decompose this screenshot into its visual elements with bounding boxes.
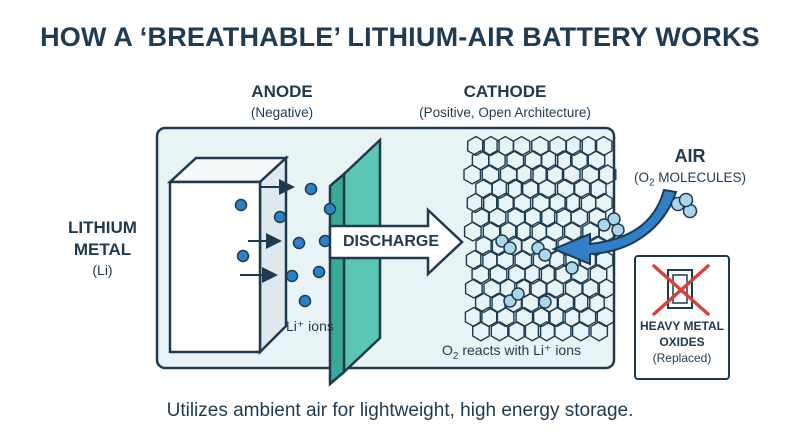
- reaction-suffix: reacts with Li⁺ ions: [458, 342, 582, 358]
- lithium-label-line1: LITHIUM: [68, 218, 137, 237]
- honeycomb-cell: [595, 192, 613, 214]
- honeycomb-cell: [464, 278, 483, 299]
- honeycomb-cell: [540, 149, 559, 171]
- reaction-subscript: 2: [452, 350, 459, 362]
- o2-molecule-icon: [670, 192, 698, 219]
- reaction-prefix: O: [442, 342, 453, 358]
- honeycomb-cell: [578, 306, 597, 328]
- honeycomb-cell: [545, 221, 564, 242]
- honeycomb-cell: [488, 206, 507, 228]
- air-sub-suffix: MOLECULES): [654, 170, 747, 185]
- honeycomb-cell: [463, 164, 482, 185]
- honeycomb-cell: [489, 263, 508, 285]
- honeycomb-cell: [482, 135, 500, 157]
- honeycomb-cell: [471, 263, 490, 285]
- honeycomb-cell: [570, 263, 589, 285]
- honeycomb-cell: [472, 320, 490, 342]
- honeycomb-cell: [524, 263, 543, 285]
- air-sub-prefix: (O: [633, 170, 649, 185]
- honeycomb-cell: [553, 320, 572, 342]
- honeycomb-cell: [548, 306, 566, 328]
- honeycomb-cell: [467, 135, 485, 157]
- honeycomb-cell: [463, 221, 482, 242]
- replaced-oxides-text: HEAVY METAL OXIDES (Replaced): [635, 318, 729, 366]
- honeycomb-cell: [596, 306, 615, 328]
- bottom-caption: Utilizes ambient air for lightweight, hi…: [166, 400, 634, 421]
- honeycomb-cell: [481, 164, 500, 185]
- anode-label: ANODE: [251, 82, 313, 101]
- honeycomb-cell: [587, 149, 606, 171]
- anode-header: ANODE (Negative): [232, 82, 332, 120]
- lithium-label-sub: (Li): [92, 262, 113, 278]
- replaced-line1: HEAVY METAL: [639, 319, 724, 333]
- honeycomb-cell: [491, 178, 510, 200]
- honeycomb-cell: [598, 164, 617, 185]
- air-label: AIR: [674, 146, 706, 166]
- cathode-header: CATHODE (Positive, Open Architecture): [410, 82, 600, 120]
- honeycomb-cell: [538, 178, 556, 200]
- air-sub-subscript: 2: [648, 177, 655, 189]
- embedded-o2-molecules: [495, 212, 625, 309]
- honeycomb-cell: [590, 320, 609, 342]
- lithium-ions: [234, 182, 337, 308]
- cathode-sublabel: (Positive, Open Architecture): [419, 105, 591, 120]
- honeycomb-cell: [512, 135, 531, 157]
- honeycomb-cell: [496, 306, 515, 328]
- honeycomb-cell: [571, 320, 590, 342]
- honeycomb-cell: [466, 192, 485, 214]
- ions-label: Li⁺ ions: [286, 318, 334, 334]
- air-arrow-icon: [551, 188, 678, 266]
- honeycomb-cell: [523, 320, 542, 342]
- honeycomb-cell: [564, 192, 583, 214]
- honeycomb-cell: [514, 249, 533, 271]
- lithium-label-line2: METAL: [73, 240, 132, 259]
- lithium-metal-label: LITHIUM METAL (Li): [55, 217, 150, 279]
- honeycomb-cell: [474, 292, 493, 314]
- replaced-line2: OXIDES: [659, 335, 705, 349]
- honeycomb-cell: [513, 192, 532, 214]
- replaced-line3: (Replaced): [652, 351, 712, 365]
- honeycomb-cell: [488, 149, 506, 171]
- honeycomb-cell: [465, 249, 484, 271]
- honeycomb-cell: [515, 221, 533, 242]
- honeycomb-cell: [565, 135, 583, 157]
- honeycomb-cell: [539, 206, 558, 228]
- right-arrow-icon: [240, 179, 295, 283]
- honeycomb-cell: [515, 164, 534, 185]
- replaced-oxides-box: [634, 255, 730, 380]
- air-header: AIR (O2 MOLECULES): [620, 146, 760, 189]
- honeycomb-cell: [562, 164, 581, 185]
- honeycomb-cell: [546, 278, 565, 299]
- honeycomb-cell: [490, 320, 509, 342]
- honeycomb-cell: [588, 178, 607, 200]
- discharge-label: DISCHARGE: [343, 233, 440, 250]
- cathode-label: CATHODE: [463, 82, 547, 101]
- crossed-out-oxide-icon: [652, 264, 710, 316]
- honeycomb-cell: [574, 178, 592, 200]
- honeycomb-cell: [572, 292, 591, 314]
- lithium-metal-block: [166, 155, 290, 356]
- honeycomb-cell: [570, 206, 589, 228]
- reaction-label: O2 reacts with Li⁺ ions: [442, 342, 581, 362]
- page-title: HOW A ‘BREATHABLE’ LITHIUM-AIR BATTERY W…: [40, 22, 760, 52]
- air-sublabel: (O2 MOLECULES): [620, 170, 760, 189]
- honeycomb-cell: [597, 278, 616, 299]
- discharge-arrow-icon: [328, 207, 464, 277]
- anode-sublabel: (Negative): [250, 105, 314, 120]
- honeycomb-cell: [521, 292, 540, 314]
- honeycomb-cell: [524, 206, 543, 228]
